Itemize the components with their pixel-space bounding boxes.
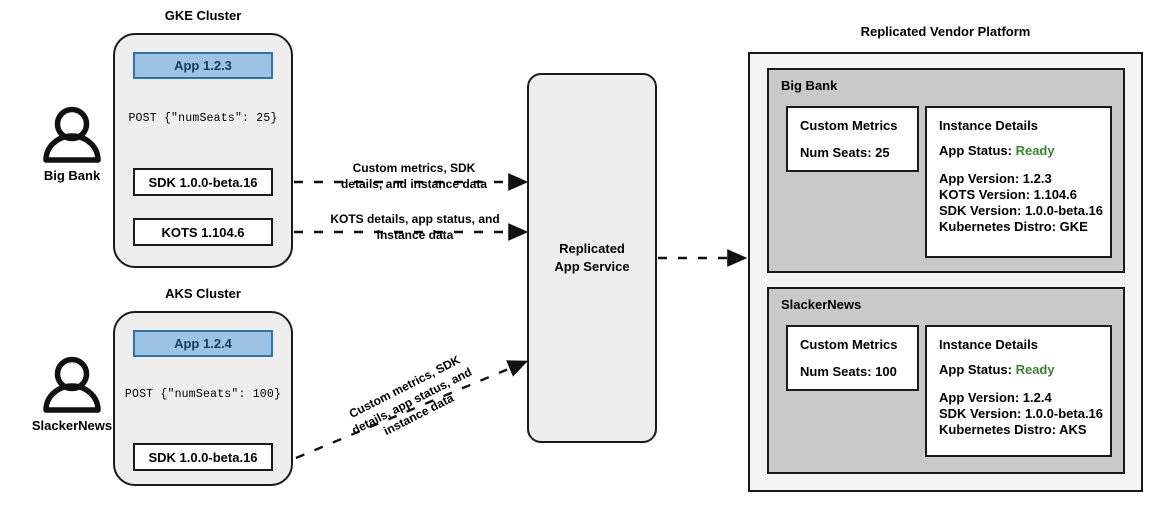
tenant-name-slackernews: SlackerNews — [781, 297, 862, 312]
instance-row: App Version: 1.2.4 — [939, 390, 1052, 405]
instance-row: KOTS Version: 1.104.6 — [939, 187, 1078, 202]
kots-box-gke[interactable]: KOTS 1.104.6 — [133, 218, 273, 246]
edge-label-sdk-gke: Custom metrics, SDK details, and instanc… — [328, 161, 500, 192]
custom-metrics-panel-big-bank: Custom Metrics Num Seats: 25 — [786, 106, 919, 172]
sdk-box-aks-label: SDK 1.0.0-beta.16 — [148, 449, 258, 465]
platform-title: Replicated Vendor Platform — [860, 24, 1031, 39]
custom-metrics-title-slackernews: Custom Metrics — [800, 337, 898, 352]
app-status-slackernews: App Status: Ready — [939, 362, 1098, 377]
custom-metrics-row-slackernews: Num Seats: 100 — [800, 364, 897, 379]
instance-row: SDK Version: 1.0.0-beta.16 — [939, 203, 1104, 218]
edge-label-sdk-aks-l2: details, app status, and — [349, 364, 474, 438]
actor-label-slackernews: SlackerNews — [31, 418, 113, 433]
custom-metrics-row-big-bank: Num Seats: 25 — [800, 145, 890, 160]
app-status-label-slackernews: App Status: — [939, 362, 1012, 377]
app-status-label-big-bank: App Status: — [939, 143, 1012, 158]
kots-box-gke-label: KOTS 1.104.6 — [161, 224, 245, 240]
actor-icon-big-bank — [43, 106, 101, 163]
custom-metrics-title-big-bank: Custom Metrics — [800, 118, 898, 133]
instance-details-title-slackernews: Instance Details — [939, 337, 1038, 352]
instance-rows-slackernews: App Version: 1.2.4 SDK Version: 1.0.0-be… — [939, 390, 1104, 437]
app-box-gke[interactable]: App 1.2.3 — [133, 52, 273, 79]
instance-row: Kubernetes Distro: AKS — [939, 422, 1087, 437]
app-box-aks-label: App 1.2.4 — [174, 336, 232, 351]
instance-details-panel-slackernews: Instance Details App Status: Ready App V… — [925, 325, 1112, 457]
edge-label-kots: KOTS details, app status, and instance d… — [320, 212, 510, 243]
replicated-app-service-box[interactable]: Replicated App Service — [527, 73, 657, 443]
replicated-app-service-line2: App Service — [554, 259, 630, 274]
instance-details-panel-big-bank: Instance Details App Status: Ready App V… — [925, 106, 1112, 258]
edge-label-sdk-gke-l1: Custom metrics, SDK — [352, 161, 476, 175]
custom-metrics-panel-slackernews: Custom Metrics Num Seats: 100 — [786, 325, 919, 391]
post-payload-aks: POST {"numSeats": 100} — [124, 388, 282, 401]
sdk-box-gke-label: SDK 1.0.0-beta.16 — [148, 174, 258, 190]
app-box-aks[interactable]: App 1.2.4 — [133, 330, 273, 357]
edge-label-kots-l2: instance data — [376, 227, 454, 242]
actor-icon-slackernews — [43, 356, 101, 413]
cluster-title-gke: GKE Cluster — [164, 8, 242, 23]
edge-label-sdk-gke-l2: details, and instance data — [340, 176, 488, 191]
sdk-box-gke[interactable]: SDK 1.0.0-beta.16 — [133, 168, 273, 196]
instance-row: SDK Version: 1.0.0-beta.16 — [939, 406, 1104, 421]
app-status-big-bank: App Status: Ready — [939, 143, 1098, 158]
app-box-gke-label: App 1.2.3 — [174, 58, 232, 73]
status-badge-big-bank: Ready — [1015, 143, 1055, 158]
instance-details-title-big-bank: Instance Details — [939, 118, 1038, 133]
actor-label-big-bank: Big Bank — [43, 168, 101, 183]
tenant-name-big-bank: Big Bank — [781, 78, 838, 93]
edge-label-sdk-aks: Custom metrics, SDK details, app status,… — [321, 340, 503, 463]
status-badge-slackernews: Ready — [1015, 362, 1055, 377]
cluster-title-aks: AKS Cluster — [165, 286, 241, 301]
instance-rows-big-bank: App Version: 1.2.3 KOTS Version: 1.104.6… — [939, 171, 1104, 234]
post-payload-gke: POST {"numSeats": 25} — [128, 112, 278, 125]
instance-row: Kubernetes Distro: GKE — [939, 219, 1088, 234]
replicated-app-service-label: Replicated App Service — [554, 240, 629, 275]
replicated-app-service-line1: Replicated — [559, 241, 625, 257]
edge-label-kots-l1: KOTS details, app status, and — [330, 212, 500, 226]
instance-row: App Version: 1.2.3 — [939, 171, 1052, 186]
sdk-box-aks[interactable]: SDK 1.0.0-beta.16 — [133, 443, 273, 471]
